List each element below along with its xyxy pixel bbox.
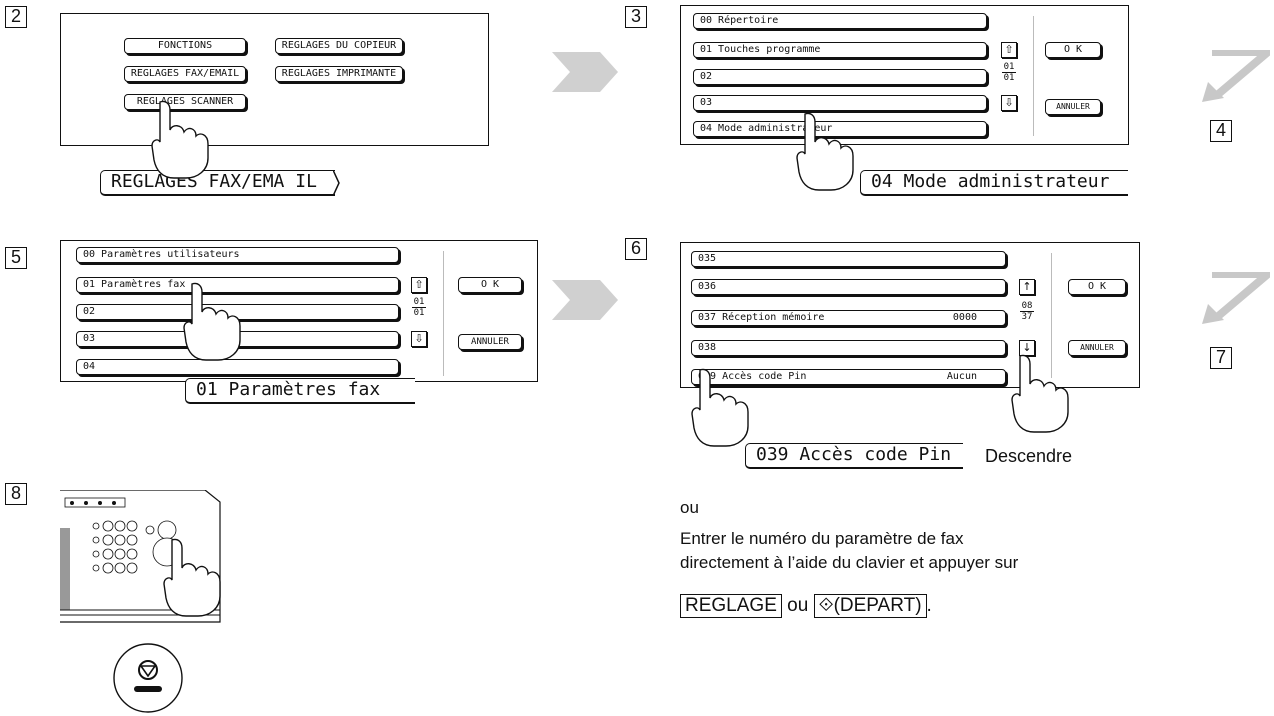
printer-settings-button[interactable]: REGLAGES IMPRIMANTE <box>275 66 403 82</box>
step6-screen: 035 036 037 Réception mémoire 0000 038 0… <box>680 242 1140 388</box>
list-row[interactable]: 035 <box>691 251 1006 267</box>
list-row[interactable]: 039 Accès code Pin Aucun <box>691 369 1006 385</box>
list-row[interactable]: 037 Réception mémoire 0000 <box>691 310 1006 326</box>
list-row[interactable]: 04 Mode administrateur <box>693 121 987 137</box>
arrow-down-icon[interactable]: ⇩ <box>411 331 427 347</box>
hand-pointer-icon <box>183 282 241 361</box>
separator <box>443 251 444 376</box>
cancel-button[interactable]: ANNULER <box>1068 340 1126 356</box>
cancel-button[interactable]: ANNULER <box>458 334 522 350</box>
list-row[interactable]: 04 <box>76 359 399 375</box>
separator <box>1033 16 1034 136</box>
row-value: Aucun <box>946 371 977 382</box>
step3-callout: 04 Mode administrateur <box>860 170 1128 196</box>
arrow-down-icon[interactable]: ↓ <box>1019 340 1035 356</box>
instruction-line1: Entrer le numéro du paramètre de fax <box>680 529 964 548</box>
next-step-chevron-icon <box>552 280 618 320</box>
step5-screen: 00 Paramètres utilisateurs 01 Paramètres… <box>60 240 538 382</box>
reglage-key[interactable]: REGLAGE <box>680 594 782 618</box>
diagonal-arrow-icon <box>1202 272 1270 324</box>
functions-button[interactable]: FONCTIONS <box>124 38 246 54</box>
row-value: 0000 <box>952 312 977 323</box>
cancel-button[interactable]: ANNULER <box>1045 99 1101 115</box>
or-key-text: ou <box>787 595 809 616</box>
scroll-down-label: Descendre <box>985 446 1073 466</box>
fax-email-settings-button[interactable]: REGLAGES FAX/EMAIL <box>124 66 246 82</box>
step5-callout: 01 Paramètres fax <box>185 378 415 404</box>
separator <box>1051 253 1052 378</box>
step-number-6: 6 <box>625 238 647 260</box>
list-row[interactable]: 01 Paramètres fax <box>76 277 399 293</box>
arrow-down-icon[interactable]: ⇩ <box>1001 95 1017 111</box>
arrow-up-icon[interactable]: ↑ <box>1019 279 1035 295</box>
key-instruction: REGLAGE ou ⟐(DEPART). <box>680 594 932 618</box>
hand-pointer-icon <box>151 100 209 179</box>
step-number-8: 8 <box>5 483 27 505</box>
hand-pointer-icon <box>796 112 854 191</box>
ok-button[interactable]: O K <box>1045 42 1101 58</box>
step2-callout: REGLAGES FAX/EMA IL <box>100 170 335 196</box>
step-number-5: 5 <box>5 247 27 269</box>
list-row[interactable]: 036 <box>691 279 1006 295</box>
step6-callout: 039 Accès code Pin <box>745 443 963 469</box>
list-row[interactable]: 038 <box>691 340 1006 356</box>
start-key[interactable]: ⟐(DEPART) <box>813 594 927 618</box>
next-step-chevron-icon <box>552 52 618 92</box>
hand-pointer-icon <box>163 538 221 617</box>
step-number-2: 2 <box>5 6 27 28</box>
start-diamond-icon: ⟐ <box>818 595 834 616</box>
instruction-line2: directement à l’aide du clavier et appuy… <box>680 553 1019 572</box>
list-row[interactable]: 03 <box>693 95 987 111</box>
copier-settings-button[interactable]: REGLAGES DU COPIEUR <box>275 38 403 54</box>
step-number-4: 4 <box>1210 120 1232 142</box>
row-label: 039 Accès code Pin <box>698 371 807 382</box>
list-row[interactable]: 00 Répertoire <box>693 13 987 29</box>
hand-pointer-icon <box>1011 354 1069 433</box>
arrow-up-icon[interactable]: ⇧ <box>1001 42 1017 58</box>
diagonal-arrow-icon <box>1202 50 1270 102</box>
arrow-up-icon[interactable]: ⇧ <box>411 277 427 293</box>
row-label: 037 Réception mémoire <box>698 312 825 323</box>
hand-pointer-icon <box>691 368 749 447</box>
or-text: ou <box>680 498 699 517</box>
list-row[interactable]: 00 Paramètres utilisateurs <box>76 247 399 263</box>
callout-chevron-icon <box>333 170 340 196</box>
step3-screen: 00 Répertoire 01 Touches programme 02 03… <box>680 5 1129 145</box>
step-number-7: 7 <box>1210 347 1232 369</box>
ok-button[interactable]: O K <box>458 277 522 293</box>
stop-icon[interactable] <box>112 642 184 714</box>
ok-button[interactable]: O K <box>1068 279 1126 295</box>
step2-screen: FONCTIONS REGLAGES DU COPIEUR REGLAGES F… <box>60 13 489 146</box>
list-row[interactable]: 01 Touches programme <box>693 42 987 58</box>
step-number-3: 3 <box>625 6 647 28</box>
list-row[interactable]: 02 <box>693 69 987 85</box>
scanner-settings-button[interactable]: REGLAGES SCANNER <box>124 94 246 110</box>
